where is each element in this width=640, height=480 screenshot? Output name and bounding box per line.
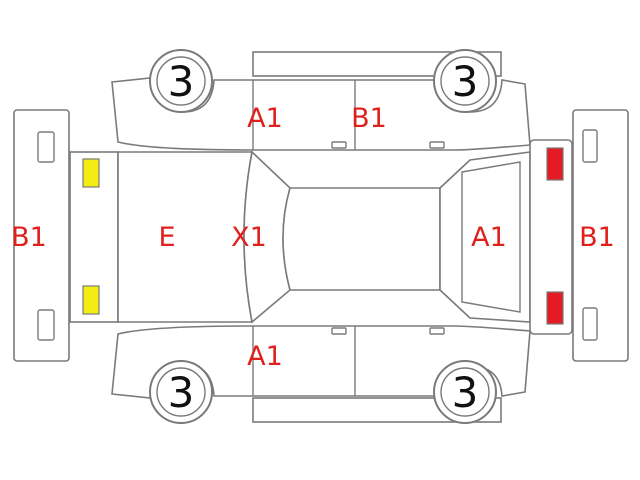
hood-code: E xyxy=(158,222,175,253)
wheel-front-right-code: 3 xyxy=(168,368,195,417)
rear-right-lamp xyxy=(546,291,564,325)
front-bumper xyxy=(13,109,70,362)
wheel-front-left-code: 3 xyxy=(168,57,195,106)
wheel-rear-right: 3 xyxy=(433,360,497,424)
rear-left-door-code: B1 xyxy=(351,103,387,134)
front-left-lamp xyxy=(82,158,100,188)
front-bumper-code: B1 xyxy=(11,222,47,253)
front-right-lamp xyxy=(82,285,100,315)
wheel-rear-left: 3 xyxy=(433,49,497,113)
wheel-rear-right-code: 3 xyxy=(452,368,479,417)
rear-bumper xyxy=(572,109,629,362)
rear-glass-code: A1 xyxy=(471,222,507,253)
front-left-door-code: A1 xyxy=(247,103,283,134)
wheel-front-left: 3 xyxy=(149,49,213,113)
wheel-front-right: 3 xyxy=(149,360,213,424)
rear-left-lamp xyxy=(546,147,564,181)
bottom-side-body xyxy=(111,325,531,423)
windshield-code: X1 xyxy=(231,222,267,253)
front-right-door-code: A1 xyxy=(247,341,283,372)
wheel-rear-left-code: 3 xyxy=(452,57,479,106)
car-top-view xyxy=(69,139,573,335)
rear-bumper-code: B1 xyxy=(579,222,615,253)
